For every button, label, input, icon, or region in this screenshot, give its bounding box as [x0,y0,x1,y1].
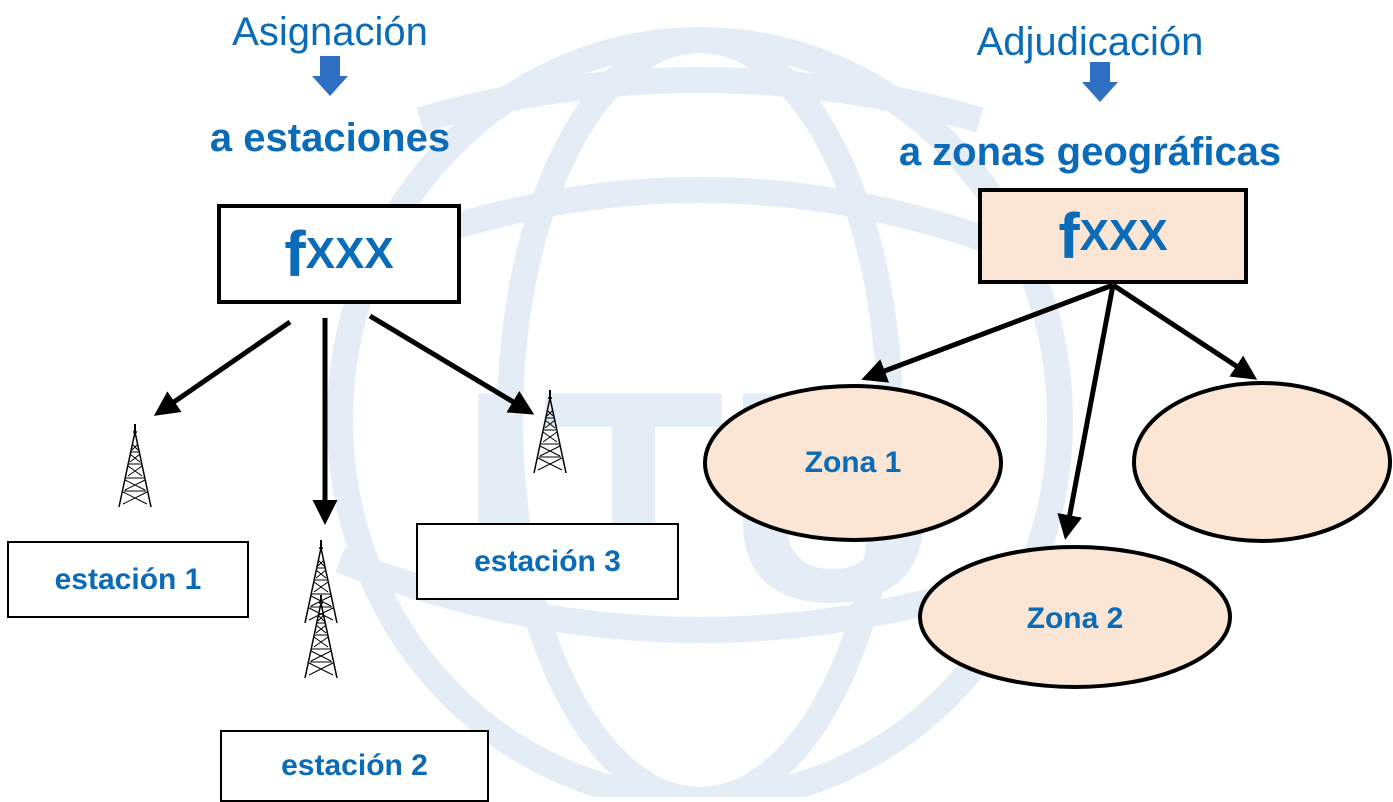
arrow-to-zone-1 [861,282,1114,383]
freq-subscript: XXX [305,229,394,278]
station-1-box: estación 1 [7,541,249,618]
allotment-subheading: a zonas geográficas [898,130,1282,174]
freq-base: f [1058,200,1080,272]
tower-icon [304,539,338,624]
arrow-to-zone-3 [1111,282,1258,380]
assignment-subheading: a estaciones [209,116,451,160]
down-arrow-icon [1082,62,1118,102]
freq-base: f [284,218,306,290]
arrow-to-station-1 [153,319,292,416]
station-2-box: estación 2 [220,730,489,802]
zone-1-ellipse [703,384,1003,542]
zone-3-ellipse [1132,381,1392,543]
zone-2-label: Zona 2 [1026,602,1124,635]
tower-icon [118,423,152,508]
station-3-box: estación 3 [416,523,679,600]
zone-1-label: Zona 1 [804,446,902,479]
down-arrow-icon [312,56,348,96]
freq-subscript: XXX [1079,211,1168,260]
zone-2-ellipse [918,545,1232,689]
allotment-heading: Adjudicación [976,20,1204,64]
arrow-to-zone-2 [1057,284,1116,540]
assignment-heading: Asignación [232,10,428,54]
arrow-to-station-3 [368,313,535,415]
tower-icon [533,389,567,474]
